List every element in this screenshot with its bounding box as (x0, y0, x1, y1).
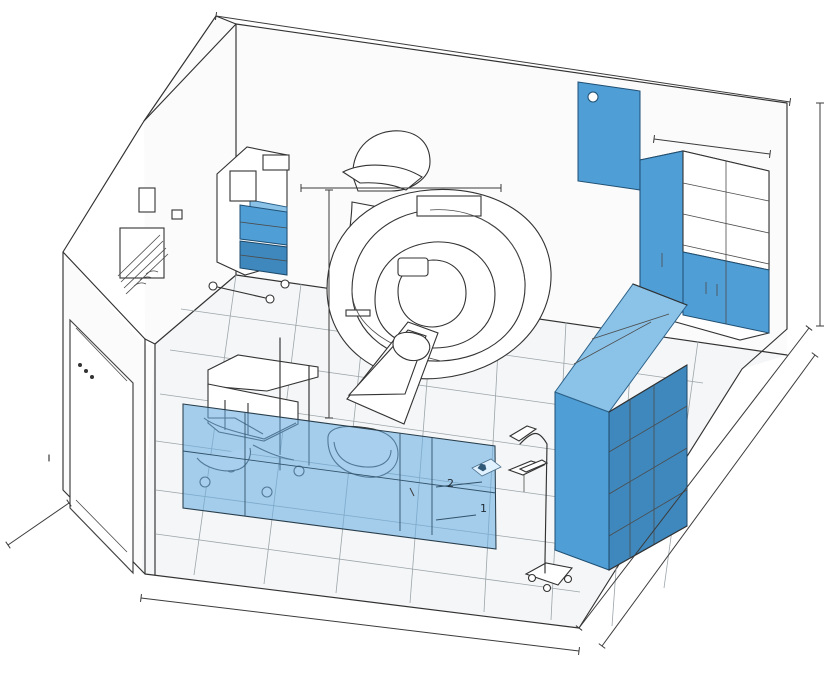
wall-panel-icon (138, 187, 156, 213)
dimension-lines (5, 11, 824, 656)
blue-wall-panel (577, 81, 641, 191)
label-2: 2 (447, 477, 454, 490)
shelf-side (554, 391, 610, 571)
cart-monitor (229, 170, 257, 202)
left-wall-equipment (48, 187, 183, 575)
scanner-display (397, 257, 429, 277)
mri-scanner-icon (326, 130, 552, 380)
door-top-edge (144, 338, 156, 345)
front-wall-top-edge (62, 251, 146, 340)
left-wall (144, 16, 237, 352)
glass-partition: 2 1 (182, 403, 502, 550)
floor-left-edge (154, 274, 237, 345)
cabinet-icon (639, 150, 770, 341)
wall-panel (577, 81, 641, 191)
floor-lamp-icon (508, 425, 574, 593)
gas-panel-icon (119, 227, 165, 279)
label-1: 1 (480, 502, 487, 515)
outlet-icon (171, 209, 183, 220)
scanner-top-rail (416, 195, 482, 217)
glass-panel (182, 403, 497, 550)
head-coil (392, 331, 431, 362)
cart-display (262, 154, 290, 171)
foot-switch (507, 459, 549, 492)
medical-cart (208, 146, 290, 304)
